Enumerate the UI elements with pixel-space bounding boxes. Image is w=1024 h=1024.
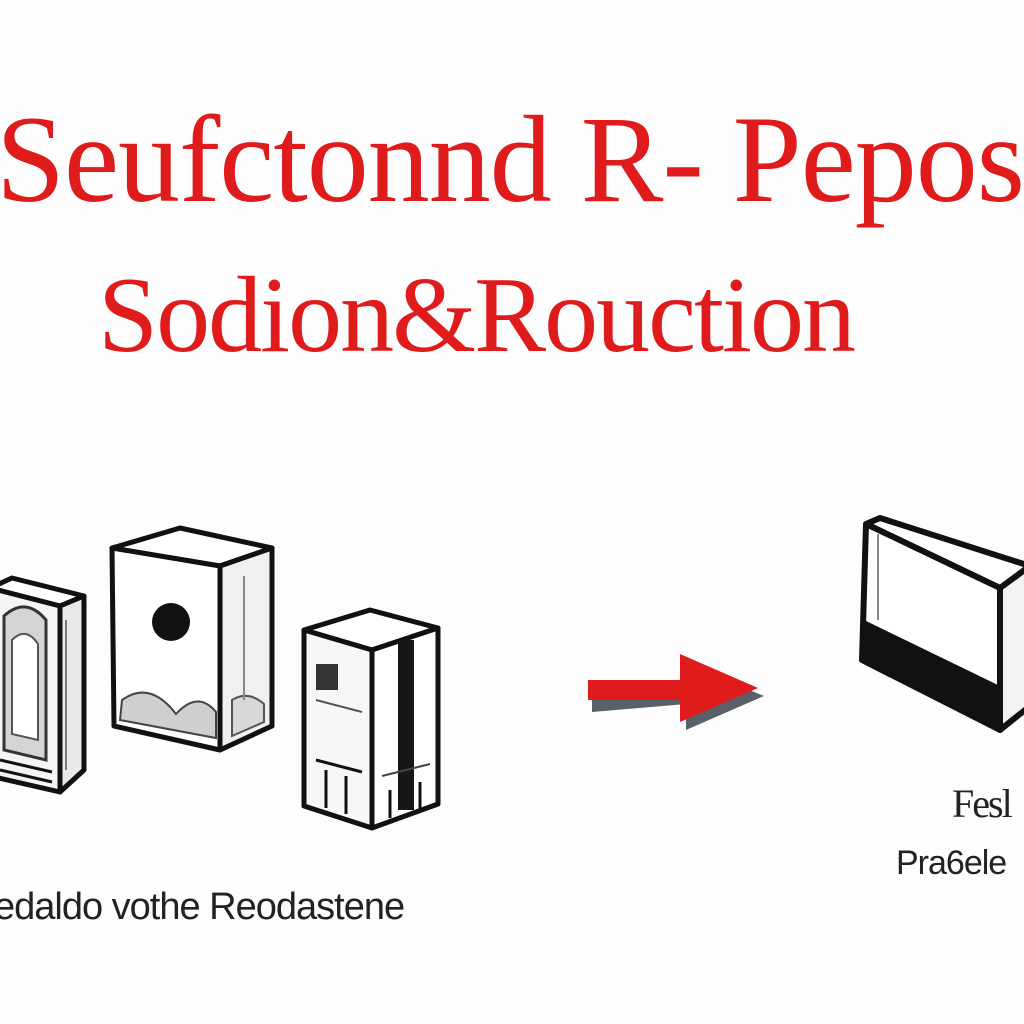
title-line-1: Seufctonnd R- Pepos:: [0, 91, 1024, 228]
box-container-icon: [859, 515, 1024, 733]
title-line-2: Sodion&Rouction: [98, 256, 856, 375]
arrow-right-icon: [588, 654, 764, 730]
tower-unit-icon: [301, 607, 441, 831]
speaker-unit-icon: [109, 525, 275, 753]
server-unit-icon: [0, 575, 87, 795]
destination-caption-top: Fesl: [952, 781, 1013, 826]
source-caption: edaldo vothe Reodastene: [0, 886, 405, 928]
destination-caption-bottom: Pra6ele: [896, 844, 1007, 882]
